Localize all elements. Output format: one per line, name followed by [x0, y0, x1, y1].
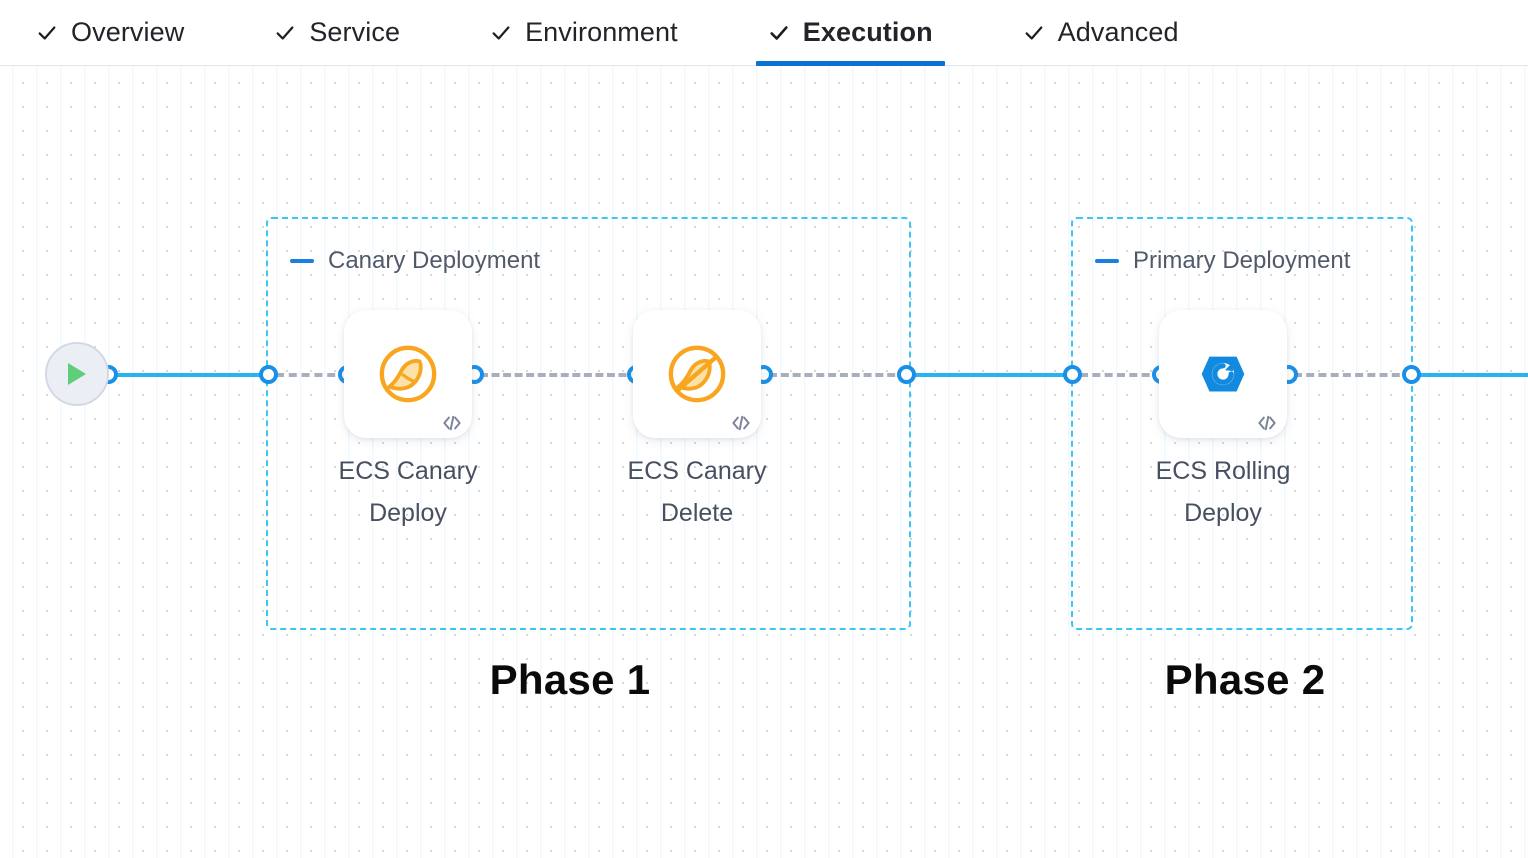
connector-delete-to-canary-exit — [769, 373, 907, 377]
tab-service[interactable]: Service — [274, 0, 434, 66]
port-primary-group-in[interactable] — [1063, 365, 1082, 384]
tab-label: Service — [309, 17, 401, 47]
group-canary-deployment[interactable]: Canary Deployment — [266, 217, 911, 630]
node-card[interactable] — [633, 310, 761, 438]
tab-environment[interactable]: Environment — [490, 0, 712, 66]
wizard-tab-bar: Overview Service Environment Execution A… — [0, 0, 1528, 66]
tab-label: Advanced — [1057, 17, 1179, 47]
port-canary-group-in[interactable] — [259, 365, 278, 384]
group-title: Primary Deployment — [1133, 247, 1351, 274]
check-icon — [770, 25, 788, 40]
phase-label-2: Phase 2 — [1164, 656, 1326, 703]
port-canary-group-out[interactable] — [897, 365, 916, 384]
tab-label: Overview — [71, 17, 185, 47]
canary-deploy-icon — [379, 345, 437, 403]
code-icon[interactable] — [730, 414, 752, 432]
canary-delete-icon — [668, 345, 726, 403]
node-ecs-canary-delete[interactable]: ECS Canary Delete — [628, 310, 766, 527]
group-header-primary[interactable]: Primary Deployment — [1095, 247, 1350, 275]
connector-start-to-canary — [110, 373, 270, 377]
node-label: ECS Rolling Deploy — [1155, 457, 1291, 527]
node-label: ECS Canary Delete — [627, 457, 767, 527]
minus-icon[interactable] — [290, 259, 314, 263]
minus-icon[interactable] — [1095, 259, 1119, 263]
phase-label-1: Phase 1 — [489, 656, 651, 703]
connector-canary-entry-to-deploy — [276, 373, 348, 377]
connector-primary-entry-to-rolling — [1080, 373, 1162, 377]
connector-deploy-to-delete — [480, 373, 638, 377]
play-icon — [68, 363, 86, 385]
connector-canary-to-primary — [911, 373, 1073, 377]
node-ecs-rolling-deploy[interactable]: ECS Rolling Deploy — [1156, 310, 1290, 527]
node-ecs-canary-deploy[interactable]: ECS Canary Deploy — [339, 310, 477, 527]
check-icon — [38, 25, 56, 40]
port-primary-group-out[interactable] — [1402, 365, 1421, 384]
tab-advanced[interactable]: Advanced — [1023, 0, 1213, 66]
tab-label: Environment — [525, 17, 678, 47]
tab-overview[interactable]: Overview — [36, 0, 218, 66]
group-title: Canary Deployment — [328, 247, 541, 274]
pipeline-start-node[interactable] — [45, 342, 109, 406]
node-label: ECS Canary Deploy — [338, 457, 478, 527]
rolling-deploy-icon — [1201, 356, 1245, 392]
tab-execution[interactable]: Execution — [755, 0, 967, 66]
check-icon — [492, 25, 510, 40]
check-icon — [276, 25, 294, 40]
connector-rolling-to-primary-exit — [1294, 373, 1412, 377]
node-card[interactable] — [1159, 310, 1287, 438]
code-icon[interactable] — [1256, 414, 1278, 432]
pipeline-canvas[interactable]: Canary Deployment Primary Deployment — [0, 66, 1528, 858]
tab-label: Execution — [802, 17, 933, 47]
group-primary-deployment[interactable]: Primary Deployment — [1071, 217, 1413, 630]
code-icon[interactable] — [441, 414, 463, 432]
group-header-canary[interactable]: Canary Deployment — [290, 247, 540, 275]
connector-primary-to-next — [1415, 373, 1528, 377]
node-card[interactable] — [344, 310, 472, 438]
check-icon — [1025, 25, 1043, 40]
